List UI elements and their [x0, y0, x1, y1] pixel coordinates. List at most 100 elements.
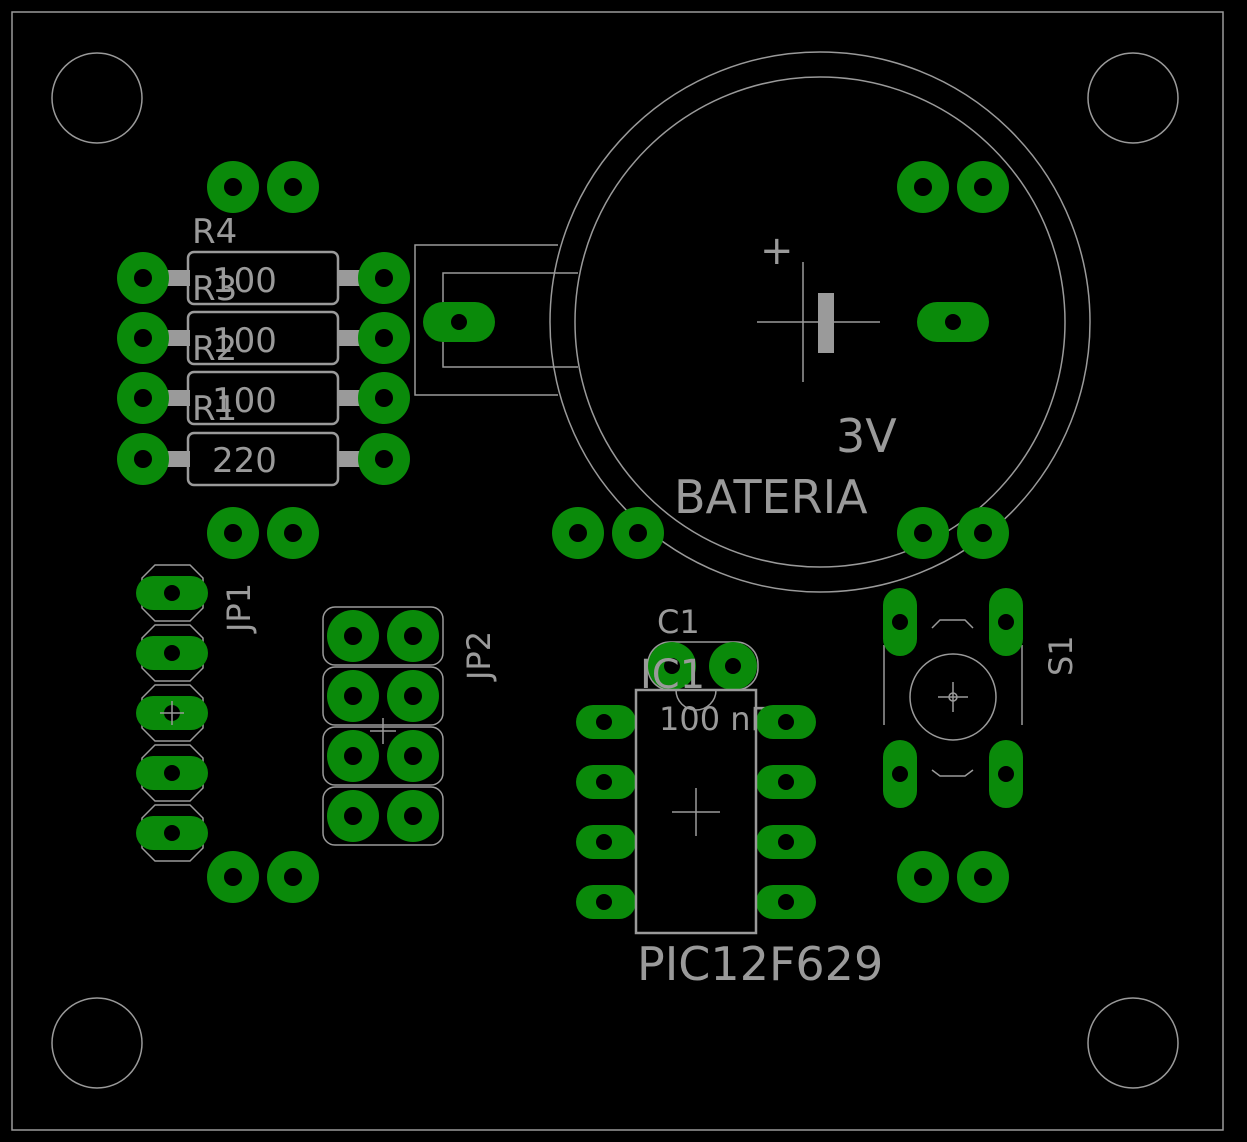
resistor-r2-value: 100: [212, 381, 277, 421]
resistor-r4-value: 100: [212, 261, 277, 301]
resistor-r1-value: 220: [212, 441, 277, 481]
header-jp1: JP1: [136, 564, 258, 862]
pad-hole: [284, 524, 302, 542]
jp2-pad-hole: [404, 807, 422, 825]
resistor-r3: R3 100: [117, 269, 410, 366]
battery-plus-label: +: [760, 228, 794, 274]
ic1-pad-hole: [778, 774, 794, 790]
ic1-value: PIC12F629: [637, 937, 883, 991]
ic1-name: IC1: [640, 652, 705, 698]
s1-pad-hole: [998, 766, 1014, 782]
pad-hole: [974, 868, 992, 886]
resistor-r2-pad-right-hole: [375, 389, 393, 407]
battery-outer-ring: [549, 51, 1091, 593]
battery-symbol-plate: [818, 293, 834, 353]
resistor-r3-pad-left-hole: [134, 329, 152, 347]
pad-pair-mid-right: [897, 507, 1009, 559]
pad-pair-bottom-left: [207, 851, 319, 903]
jp2-pad-hole: [404, 687, 422, 705]
pad-hole: [569, 524, 587, 542]
battery-pad-plus-hole: [945, 314, 961, 330]
resistor-r2-name: R2: [192, 329, 237, 369]
jp1-label: JP1: [220, 583, 258, 634]
jp2-pad-hole: [404, 747, 422, 765]
pad-pair-mid-left: [207, 507, 319, 559]
pad-hole: [914, 178, 932, 196]
battery-name-label: BATERIA: [674, 470, 868, 524]
ic1-pad-hole: [778, 834, 794, 850]
s1-pad-hole: [892, 766, 908, 782]
resistor-r1-pad-right-hole: [375, 450, 393, 468]
battery-voltage-label: 3V: [836, 409, 897, 463]
resistor-r4-name: R4: [192, 212, 237, 252]
resistor-r1-name: R1: [192, 389, 237, 429]
jp2-pad-hole: [344, 807, 362, 825]
pad-hole: [629, 524, 647, 542]
jp2-label: JP2: [460, 631, 498, 682]
jp2-outline-row-1: [322, 606, 444, 666]
ic1-pad-hole: [596, 894, 612, 910]
switch-s1: S1: [883, 588, 1080, 808]
pad-hole: [284, 178, 302, 196]
pad-hole: [224, 178, 242, 196]
resistor-r4-pad-left-hole: [134, 269, 152, 287]
battery-pad-minus-hole: [451, 314, 467, 330]
pad-pair-mid-center: [552, 507, 664, 559]
ic1-pad-hole: [596, 774, 612, 790]
resistor-r3-name: R3: [192, 269, 237, 309]
s1-pad-hole: [998, 614, 1014, 630]
ic1-pad-hole: [596, 834, 612, 850]
jp1-pad-4-hole: [164, 765, 180, 781]
resistor-r1-body: [186, 431, 340, 487]
pad-hole: [284, 868, 302, 886]
s1-button: [909, 653, 997, 741]
capacitor-c1: C1 100 nF: [647, 603, 769, 738]
jp2-pad-hole: [344, 747, 362, 765]
pad-pair-bottom-right: [897, 851, 1009, 903]
resistor-r2-pad-left-hole: [134, 389, 152, 407]
mounting-hole-top-left: [51, 52, 143, 144]
pad-hole: [914, 868, 932, 886]
battery-inner-ring: [574, 76, 1066, 568]
resistor-r1-pad-left-hole: [134, 450, 152, 468]
ic-ic1: IC1 PIC12F629: [576, 652, 883, 991]
pad-hole: [224, 524, 242, 542]
resistor-r3-value: 100: [212, 321, 277, 361]
pad-pair-top-right: [897, 161, 1009, 213]
mounting-hole-bottom-left: [51, 997, 143, 1089]
c1-value: 100 nF: [659, 700, 769, 738]
jp1-pad-2-hole: [164, 645, 180, 661]
c1-pad-left-hole: [664, 658, 680, 674]
battery-tab-outer: [414, 244, 558, 396]
resistor-r2: R2 100: [117, 329, 410, 426]
jp2-outline-row-4: [322, 786, 444, 846]
ic1-pad-hole: [596, 714, 612, 730]
jp2-pad-hole: [344, 627, 362, 645]
resistor-r4-pad-right-hole: [375, 269, 393, 287]
resistor-r2-body: [186, 370, 340, 426]
s1-frame-bottom: [931, 769, 974, 777]
c1-name: C1: [657, 603, 700, 641]
board-outline: [11, 11, 1224, 1131]
jp2-pad-hole: [404, 627, 422, 645]
ic1-body: [634, 688, 758, 935]
jp2-pad-hole: [344, 687, 362, 705]
pad-hole: [224, 868, 242, 886]
pad-pair-top-left: [207, 161, 319, 213]
jp1-pad-5-hole: [164, 825, 180, 841]
jp1-pad-1-hole: [164, 585, 180, 601]
resistor-r3-pad-right-hole: [375, 329, 393, 347]
ic1-pad-hole: [778, 894, 794, 910]
resistor-r4: R4 100: [117, 212, 410, 306]
pad-hole: [914, 524, 932, 542]
resistor-r3-body: [186, 310, 340, 366]
ic1-notch: [675, 689, 717, 711]
c1-pad-right-hole: [725, 658, 741, 674]
s1-frame-top: [931, 619, 974, 629]
pad-hole: [974, 524, 992, 542]
s1-pad-hole: [892, 614, 908, 630]
mounting-hole-top-right: [1087, 52, 1179, 144]
battery-holder: + 3V BATERIA: [414, 51, 1091, 593]
